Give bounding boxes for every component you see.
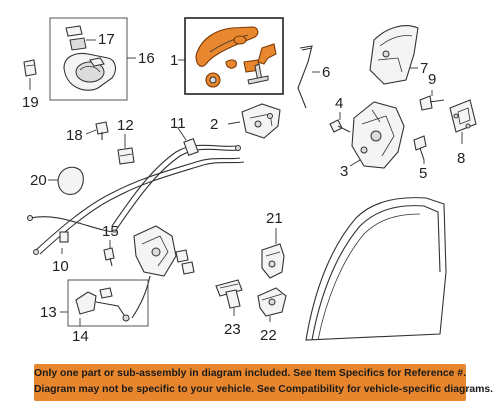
leader-3	[349, 159, 361, 167]
callout-1: 1	[170, 52, 178, 69]
leader-11	[177, 127, 187, 141]
part-21-upper-hinge[interactable]	[261, 243, 285, 279]
part-13-cable-box[interactable]	[67, 279, 149, 327]
part-22-lower-hinge[interactable]	[257, 287, 287, 317]
part-15-screw[interactable]	[103, 247, 115, 267]
part-3-lock-actuator[interactable]	[351, 101, 405, 169]
callout-6: 6	[322, 64, 330, 81]
part-11-cable[interactable]	[111, 138, 241, 231]
disclaimer-line-2: Diagram may not be specific to your vehi…	[34, 384, 494, 395]
part-8-striker[interactable]	[449, 99, 477, 133]
callout-19: 19	[22, 94, 39, 111]
leader-18	[85, 129, 97, 135]
callout-5: 5	[419, 165, 427, 182]
disclaimer-line-1: Only one part or sub-assembly in diagram…	[34, 368, 466, 379]
callout-21: 21	[266, 210, 283, 227]
callout-20: 20	[30, 172, 47, 189]
part-18-screw[interactable]	[95, 121, 109, 140]
part-16-inside-handle-box[interactable]	[49, 17, 128, 101]
part-6-lock-rod[interactable]	[297, 45, 313, 109]
part-9-bolt[interactable]	[419, 95, 445, 111]
part-7-latch-cover[interactable]	[369, 25, 419, 85]
disclaimer-banner: Only one part or sub-assembly in diagram…	[34, 364, 494, 401]
leader-2	[227, 121, 241, 125]
callout-7: 7	[420, 60, 428, 77]
part-1-outside-handle[interactable]	[184, 17, 284, 95]
part-4-bolt[interactable]	[329, 119, 351, 133]
callout-12: 12	[117, 117, 134, 134]
callout-2: 2	[210, 116, 218, 133]
callout-3: 3	[340, 163, 348, 180]
part-10-cable[interactable]	[27, 157, 245, 255]
part-23-door-check[interactable]	[215, 279, 243, 309]
part-2-handle-bracket[interactable]	[241, 103, 281, 139]
part-19-clip[interactable]	[23, 59, 37, 77]
callout-8: 8	[457, 150, 465, 167]
callout-23: 23	[224, 321, 241, 338]
callout-16: 16	[138, 50, 155, 67]
callout-15: 15	[102, 223, 119, 240]
part-12-cable-clip[interactable]	[117, 147, 135, 165]
part-20-cap[interactable]	[57, 166, 84, 195]
door-outline	[305, 197, 447, 341]
callout-13: 13	[40, 304, 57, 321]
callout-22: 22	[260, 327, 277, 344]
callout-18: 18	[66, 127, 83, 144]
callout-11: 11	[170, 115, 186, 132]
callout-4: 4	[335, 95, 343, 112]
part-5-bolt[interactable]	[413, 135, 427, 161]
callout-10: 10	[52, 258, 69, 275]
door-latch-assembly	[131, 225, 195, 319]
callout-17: 17	[98, 31, 115, 48]
callout-14: 14	[72, 328, 89, 345]
callout-9: 9	[428, 71, 436, 88]
